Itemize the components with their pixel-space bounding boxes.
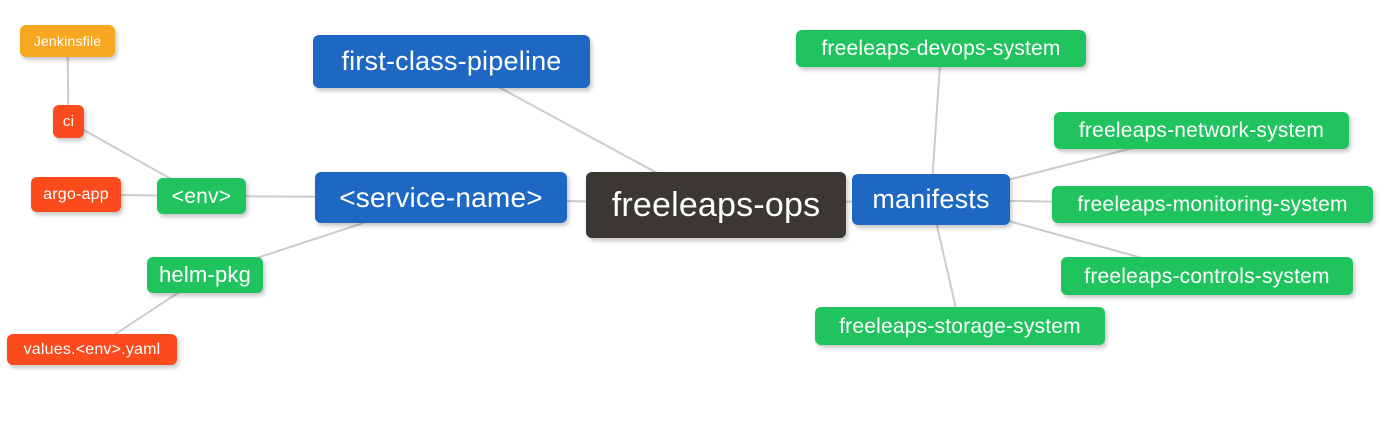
node-first-class-pipeline[interactable]: first-class-pipeline [313,35,590,88]
node-argo-app[interactable]: argo-app [31,177,121,212]
node-ci[interactable]: ci [53,105,84,138]
node-helm-pkg[interactable]: helm-pkg [147,257,263,293]
node-service-name[interactable]: <service-name> [315,172,567,223]
node-freeleaps-network-system[interactable]: freeleaps-network-system [1054,112,1349,149]
node-freeleaps-controls-system[interactable]: freeleaps-controls-system [1061,257,1353,295]
node-freeleaps-ops[interactable]: freeleaps-ops [586,172,846,238]
node-values-env-yaml[interactable]: values.<env>.yaml [7,334,177,365]
node-env[interactable]: <env> [157,178,246,214]
node-manifests[interactable]: manifests [852,174,1010,225]
node-freeleaps-storage-system[interactable]: freeleaps-storage-system [815,307,1105,345]
node-jenkinsfile[interactable]: Jenkinsfile [20,25,115,57]
node-freeleaps-monitoring-system[interactable]: freeleaps-monitoring-system [1052,186,1373,223]
node-freeleaps-devops-system[interactable]: freeleaps-devops-system [796,30,1086,67]
